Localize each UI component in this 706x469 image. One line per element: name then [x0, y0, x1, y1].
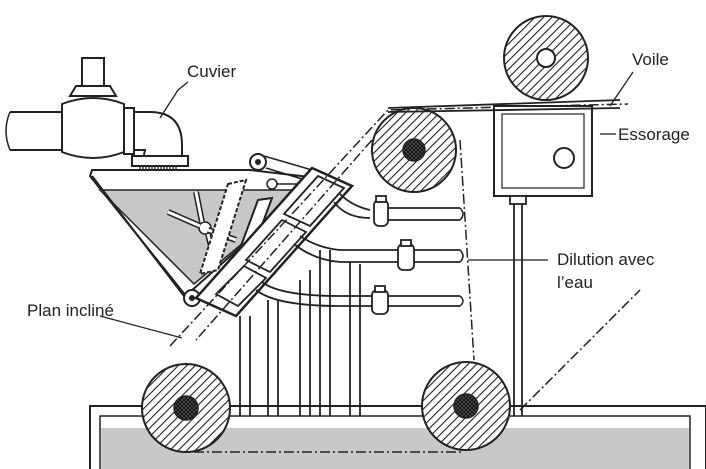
bottom-roller-left	[141, 363, 231, 453]
label-dilution-line2: l’eau	[557, 273, 593, 292]
inclined-forming-table	[193, 166, 355, 318]
label-dilution-line1: Dilution avec	[557, 250, 655, 269]
bottom-roller-right	[421, 361, 511, 451]
dilution-pipes	[371, 195, 464, 315]
agitator	[166, 191, 238, 259]
leader-lines	[99, 71, 634, 339]
label-essorage: Essorage	[618, 125, 690, 144]
top-belt	[387, 99, 621, 113]
label-plan-incline: Plan incliné	[27, 301, 114, 320]
valve	[61, 57, 135, 159]
top-roller-left	[371, 107, 457, 193]
suction-pipes	[239, 193, 398, 416]
label-voile: Voile	[632, 50, 669, 69]
top-roller-right	[503, 15, 589, 101]
essorage-box	[493, 105, 593, 416]
label-cuvier: Cuvier	[187, 62, 237, 81]
